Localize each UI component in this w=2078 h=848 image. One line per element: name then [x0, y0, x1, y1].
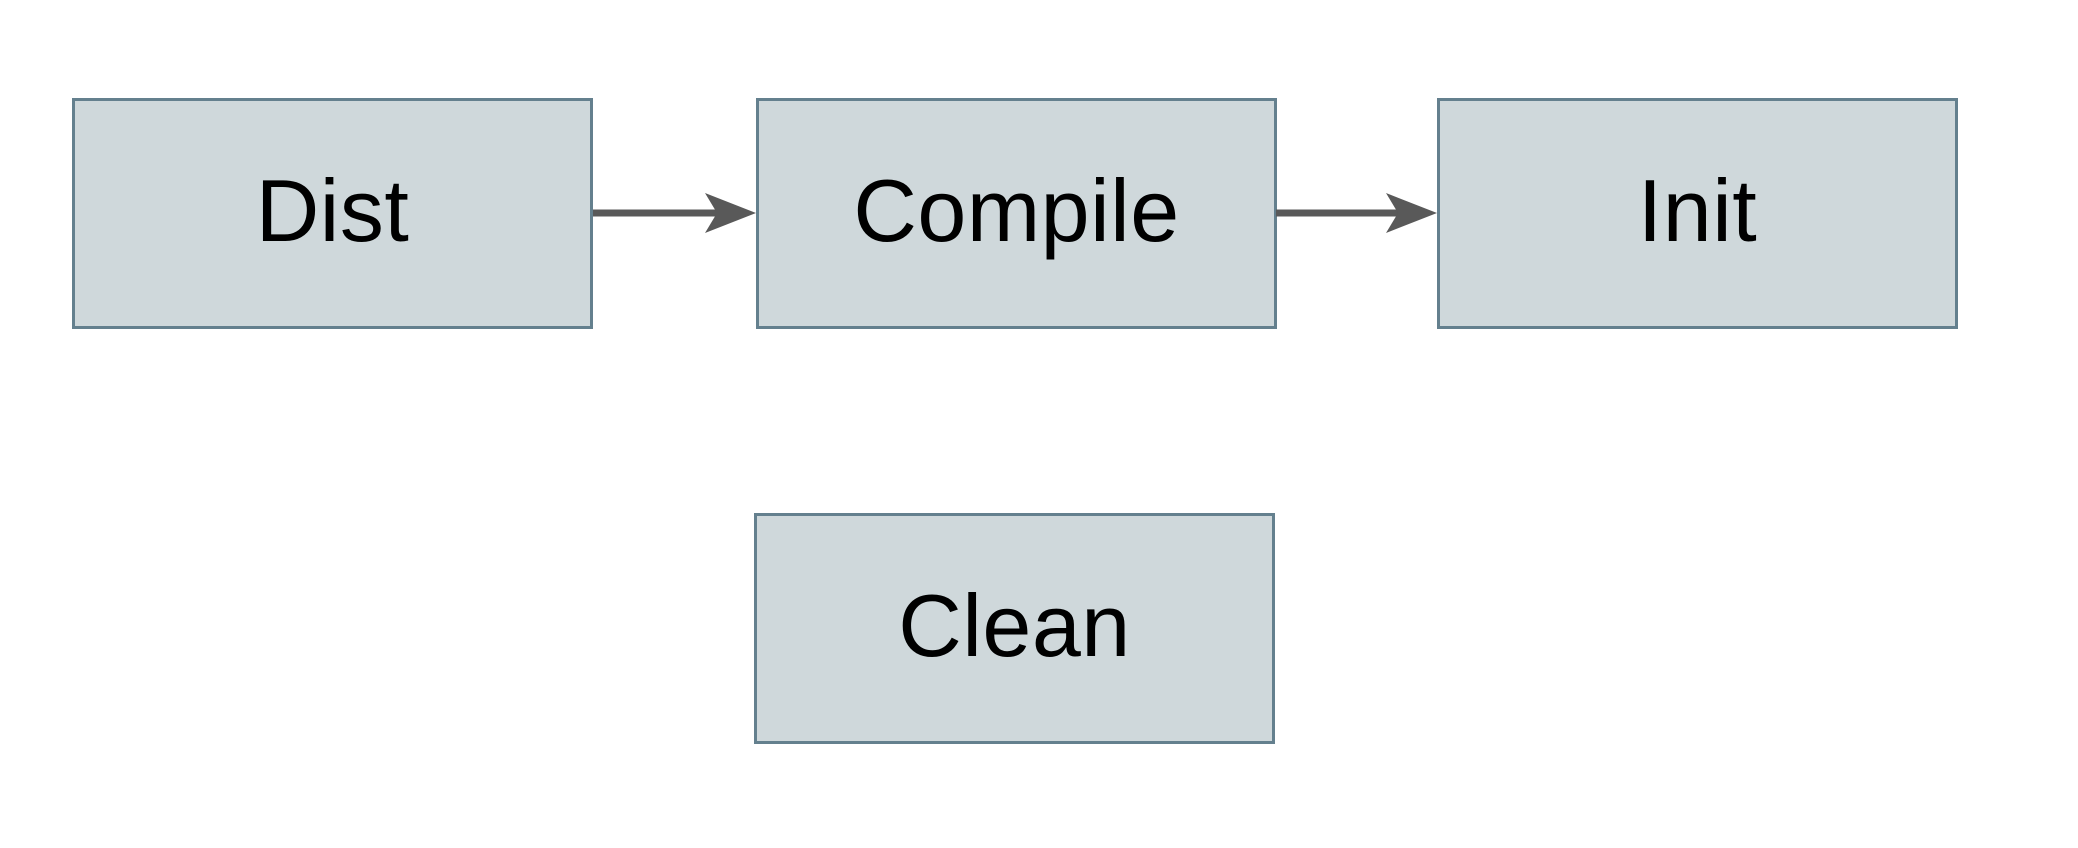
node-dist-label: Dist	[255, 160, 410, 260]
node-compile-label: Compile	[853, 160, 1180, 260]
arrow-compile-to-init-icon	[1276, 193, 1437, 233]
arrow-dist-to-compile-icon	[593, 193, 756, 233]
node-clean[interactable]: Clean	[754, 513, 1275, 744]
node-compile[interactable]: Compile	[756, 98, 1277, 329]
node-init[interactable]: Init	[1437, 98, 1958, 329]
node-init-label: Init	[1637, 160, 1758, 260]
node-clean-label: Clean	[898, 575, 1131, 675]
node-dist[interactable]: Dist	[72, 98, 593, 329]
